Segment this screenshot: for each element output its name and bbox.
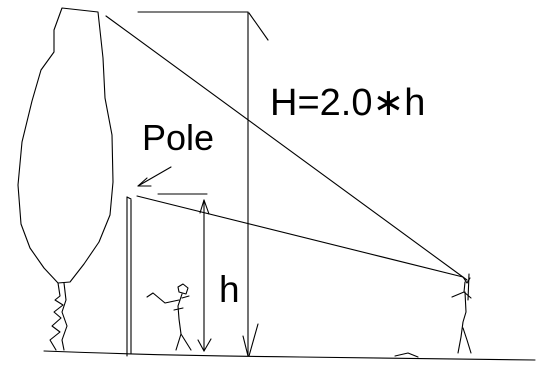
tree-icon bbox=[17, 7, 114, 351]
pole-pointer-arrow bbox=[137, 166, 172, 187]
observer-person-icon bbox=[451, 273, 472, 354]
person-at-pole-icon bbox=[146, 283, 192, 351]
pole-icon bbox=[126, 196, 132, 357]
sight-lines bbox=[105, 15, 468, 281]
pole-label: Pole bbox=[142, 117, 214, 158]
height-formula-label: H=2.0∗h bbox=[270, 82, 425, 124]
small-h-label: h bbox=[219, 269, 240, 310]
small-h-dimension bbox=[157, 193, 212, 352]
ground-line bbox=[43, 350, 536, 361]
large-h-dimension bbox=[137, 11, 269, 357]
